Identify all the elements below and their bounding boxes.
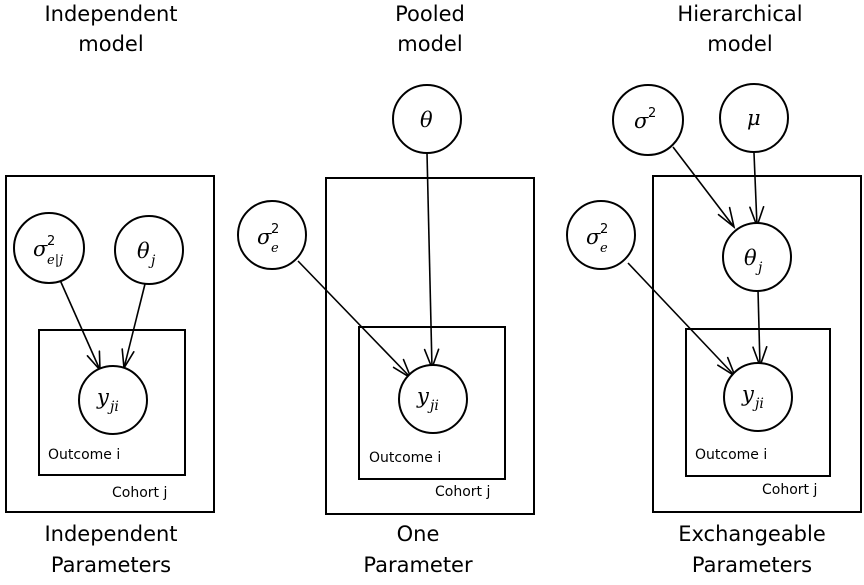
edge-sigma2-to-theta (672, 146, 735, 228)
panel-caption-line-2: Parameter (363, 553, 473, 577)
svg-text:σ: σ (33, 237, 48, 261)
outcome-plate (358, 326, 506, 480)
outcome-plate-label: Outcome i (695, 447, 767, 463)
edge-sigma-e-to-y (627, 262, 736, 377)
node-theta: θ (392, 84, 462, 154)
svg-text:ji: ji (752, 396, 764, 412)
edge-theta-to-y (757, 289, 761, 367)
panel-title-line-1: Hierarchical (677, 2, 802, 26)
panel-caption-line-1: One (397, 522, 440, 546)
edge-theta-to-y (426, 152, 433, 369)
cohort-plate-label: Cohort j (762, 482, 817, 498)
svg-text:e: e (600, 241, 608, 256)
svg-text:2: 2 (271, 222, 279, 237)
edge-mu-to-theta (753, 152, 758, 227)
panel-caption-line-2: Parameters (51, 553, 171, 577)
arrowhead (717, 206, 736, 230)
svg-text:σ: σ (586, 225, 601, 249)
node-sigma-squared: σ 2 (612, 84, 684, 156)
svg-text:j: j (148, 253, 156, 269)
svg-text:e|j: e|j (47, 253, 63, 268)
panel-caption-line-2: Parameters (692, 553, 812, 577)
cohort-plate-label: Cohort j (435, 484, 490, 500)
svg-text:e: e (271, 241, 279, 256)
panel-pooled: Pooled model Cohort j Outcome i θ σ 2 e … (237, 2, 535, 577)
cohort-plate-label: Cohort j (112, 485, 167, 501)
svg-text:2: 2 (47, 234, 55, 249)
panel-hierarchical: Hierarchical model Cohort j Outcome i σ … (566, 2, 862, 577)
cohort-plate (652, 175, 862, 513)
node-sigma-e-j: σ 2 e|j (13, 212, 85, 284)
panel-title-line-1: Independent (44, 2, 177, 26)
outcome-plate-label: Outcome i (48, 447, 120, 463)
panel-independent: Independent model Cohort j Outcome i σ 2… (5, 2, 215, 577)
panel-title-line-2: model (397, 32, 462, 56)
svg-text:2: 2 (648, 106, 656, 121)
edge-theta-to-y (123, 283, 146, 369)
node-sigma-e: σ 2 e (566, 200, 636, 270)
svg-text:σ: σ (257, 225, 272, 249)
cohort-plate (5, 175, 215, 513)
edge-sigma-to-y (297, 260, 412, 379)
node-theta-j: θ j (114, 215, 184, 285)
outcome-plate (38, 329, 186, 476)
node-y-ji: y ji (723, 362, 793, 432)
cohort-plate (325, 177, 535, 515)
svg-text:y: y (416, 384, 430, 408)
svg-text:y: y (741, 382, 755, 406)
panel-caption-line-1: Independent (44, 522, 177, 546)
svg-text:θ: θ (137, 239, 150, 263)
panel-title-line-2: model (707, 32, 772, 56)
outcome-plate (685, 328, 831, 477)
outcome-plate-label: Outcome i (369, 450, 441, 466)
svg-text:ji: ji (107, 399, 119, 415)
panel-caption-line-1: Exchangeable (678, 522, 826, 546)
svg-text:y: y (96, 385, 110, 409)
node-theta-j: θ j (722, 222, 792, 292)
node-y-ji: y ji (398, 364, 468, 434)
svg-text:θ: θ (744, 246, 757, 270)
node-mu: μ (719, 83, 789, 153)
panel-title-line-2: model (78, 32, 143, 56)
svg-text:θ: θ (420, 108, 433, 132)
node-sigma-e: σ 2 e (237, 200, 307, 270)
svg-text:j: j (755, 260, 763, 276)
node-y-ji: y ji (78, 365, 148, 435)
svg-text:μ: μ (747, 106, 761, 130)
panel-title-line-1: Pooled (395, 2, 465, 26)
svg-text:ji: ji (427, 398, 439, 414)
svg-text:σ: σ (634, 109, 649, 133)
svg-text:2: 2 (600, 222, 608, 237)
edge-sigma-to-y (59, 279, 101, 371)
